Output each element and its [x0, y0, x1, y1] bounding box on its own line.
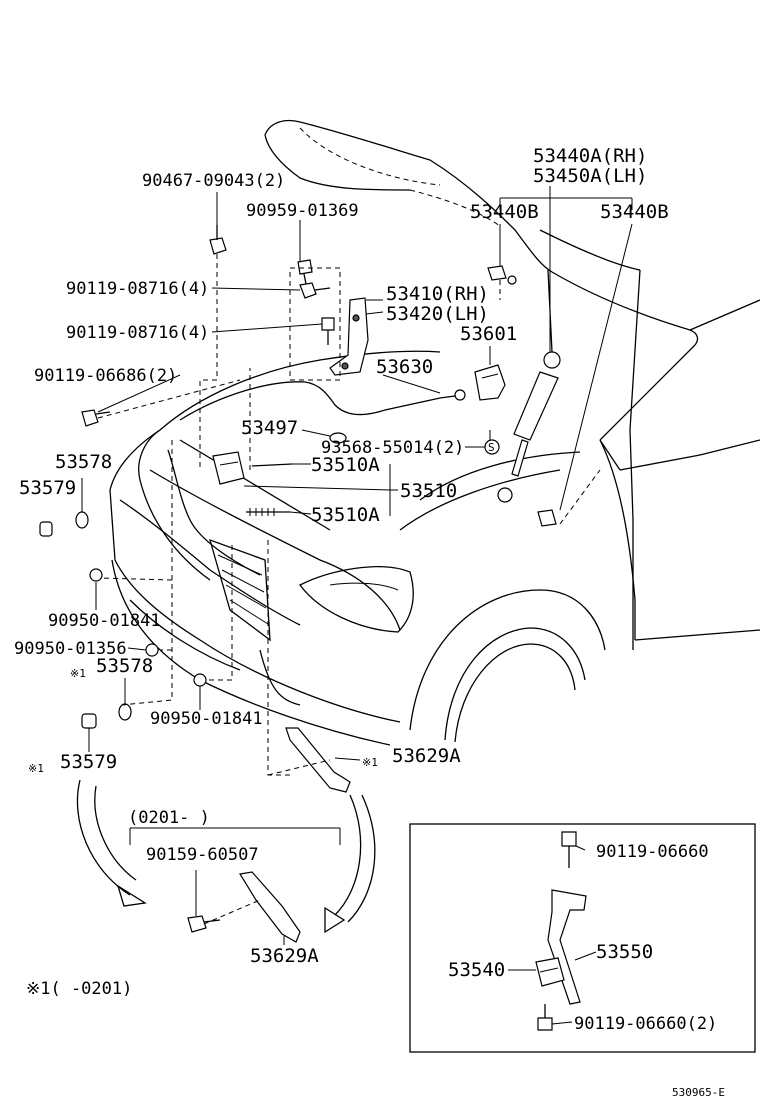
bolt-90959-01369: [297, 259, 313, 285]
label-footnote-0201: ※1( -0201): [26, 979, 132, 999]
cushion-53578-lower: [118, 703, 132, 721]
cushion-90950-01841-a: [89, 568, 103, 582]
label-53420-lh: 53420(LH): [386, 303, 489, 325]
label-53550: 53550: [596, 941, 653, 963]
inset-box: [409, 823, 756, 1053]
hood-hinge-assembly: [329, 297, 369, 376]
label-range-0201: (0201- ): [128, 808, 210, 828]
cushion-53578-upper: [75, 511, 89, 529]
label-90119-06686: 90119-06686(2): [34, 366, 177, 386]
label-53630: 53630: [376, 356, 433, 378]
cable-clip-53601: [474, 364, 506, 401]
label-53579-top: 53579: [19, 477, 76, 499]
hood-support-rod: [497, 269, 561, 503]
label-53510: 53510: [400, 480, 457, 502]
label-mark-53629: ※1: [362, 756, 378, 769]
bracket-53629a-upper: [285, 727, 351, 793]
hood-lock-53510: [212, 451, 293, 516]
label-90959-01369: 90959-01369: [246, 201, 359, 221]
label-90950-01356: 90950-01356: [14, 639, 127, 659]
cushion-90950-01841-b: [193, 673, 207, 687]
cushion-53579-upper: [39, 521, 53, 537]
bolt-90119-08716-lower: [321, 317, 335, 345]
hood-release-cable: [179, 381, 466, 421]
label-90950-01841-a: 90950-01841: [48, 611, 161, 631]
label-mark-53578: ※1: [70, 667, 86, 680]
label-53579-bottom: 53579: [60, 751, 117, 773]
label-90467-09043: 90467-09043(2): [142, 171, 285, 191]
label-mark-53579: ※1: [28, 762, 44, 775]
label-53578-bottom: 53578: [96, 655, 153, 677]
bolt-90119-08716-upper: [299, 282, 331, 299]
car-body-outline: [109, 119, 760, 746]
label-90119-08716-b: 90119-08716(4): [66, 323, 209, 343]
label-90159-60507: 90159-60507: [146, 845, 259, 865]
label-53440b-left: 53440B: [470, 201, 539, 223]
label-90119-06660-a: 90119-06660: [596, 842, 709, 862]
cushion-53579-lower: [81, 713, 97, 729]
label-53629a-top: 53629A: [392, 745, 461, 767]
curved-arrows: [76, 779, 376, 934]
leader-lines: [81, 186, 633, 945]
label-53510a-bottom: 53510A: [311, 504, 380, 526]
label-53440b-right: 53440B: [600, 201, 669, 223]
label-53629a-bottom: 53629A: [250, 945, 319, 967]
clamp-53497: [329, 432, 347, 444]
label-53410-rh: 53410(RH): [386, 283, 489, 305]
bracket-53629a-lower: [239, 871, 301, 943]
label-90950-01841-b: 90950-01841: [150, 709, 263, 729]
bolt-90119-06686: [81, 409, 111, 427]
dashed-relation-lines: [97, 254, 601, 925]
label-53540: 53540: [448, 959, 505, 981]
bolt-53440b-right: [537, 509, 557, 527]
label-53510a-top: 53510A: [311, 454, 380, 476]
label-s-mark: S: [488, 441, 495, 454]
label-53601: 53601: [460, 323, 517, 345]
label-93568-55014: 93568-55014(2): [321, 438, 464, 458]
label-53440a-rh: 53440A(RH): [533, 145, 647, 167]
bolt-53440b-left: [487, 265, 517, 285]
label-53497: 53497: [241, 417, 298, 439]
bolt-90467-09043: [209, 225, 227, 255]
bolt-90159-60507: [187, 915, 221, 933]
catalog-code: 530965-E: [672, 1086, 725, 1099]
part-labels: 53440A(RH) 53450A(LH) 53440B 53440B 9046…: [14, 145, 725, 1099]
label-53450a-lh: 53450A(LH): [533, 165, 647, 187]
label-53578-top: 53578: [55, 451, 112, 473]
label-90119-06660-b: 90119-06660(2): [574, 1014, 717, 1034]
label-90119-08716-a: 90119-08716(4): [66, 279, 209, 299]
